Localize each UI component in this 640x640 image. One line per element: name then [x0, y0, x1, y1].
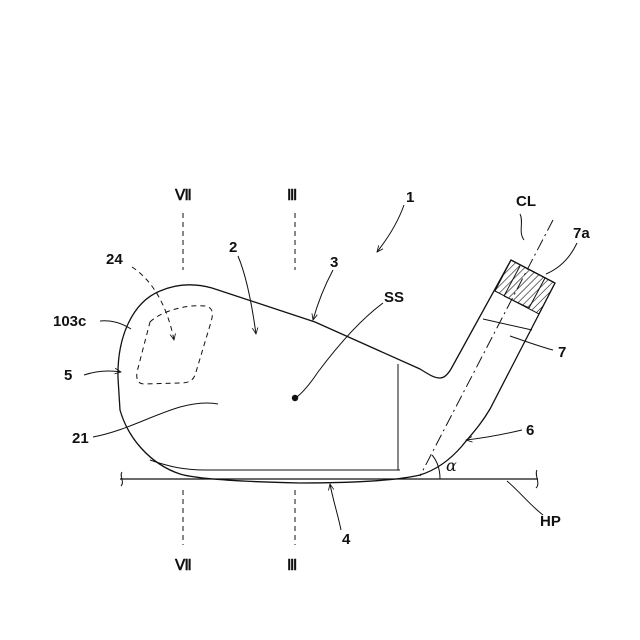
leader-24 [132, 267, 174, 340]
recess-dashed-outline [137, 306, 213, 384]
label-CL: CL [516, 193, 536, 210]
label-section-III-top: Ⅲ [287, 188, 297, 204]
label-HP: HP [540, 513, 561, 530]
leader-21 [93, 403, 218, 437]
lie-angle-arc [432, 455, 440, 479]
label-6: 6 [526, 422, 534, 439]
label-103c: 103c [53, 313, 86, 330]
leader-3 [313, 270, 333, 320]
leader-7 [510, 336, 553, 350]
label-4: 4 [342, 531, 351, 548]
label-1: 1 [406, 189, 414, 206]
leader-1 [377, 205, 404, 252]
center-of-gravity-dot [292, 395, 298, 401]
label-5: 5 [64, 367, 72, 384]
leader-4 [330, 484, 341, 530]
label-21: 21 [72, 430, 89, 447]
label-section-VII-top: Ⅶ [174, 188, 192, 204]
leader-SS [297, 303, 383, 397]
label-7: 7 [558, 344, 566, 361]
leader-2 [238, 256, 256, 334]
label-7a: 7a [573, 225, 590, 242]
label-24: 24 [106, 251, 123, 268]
sole-inner-line [150, 460, 400, 470]
label-alpha: α [446, 456, 457, 475]
leader-7a [546, 243, 577, 274]
label-3: 3 [330, 254, 338, 271]
head-outline [118, 260, 555, 483]
label-section-III-bottom: Ⅲ [287, 558, 297, 574]
shaft-axis-end-tick [520, 214, 524, 240]
label-section-VII-bottom: Ⅶ [174, 558, 192, 574]
leader-5 [84, 371, 121, 375]
label-SS: SS [384, 289, 404, 306]
label-2: 2 [229, 239, 237, 256]
hosel-cross-line [483, 319, 532, 330]
